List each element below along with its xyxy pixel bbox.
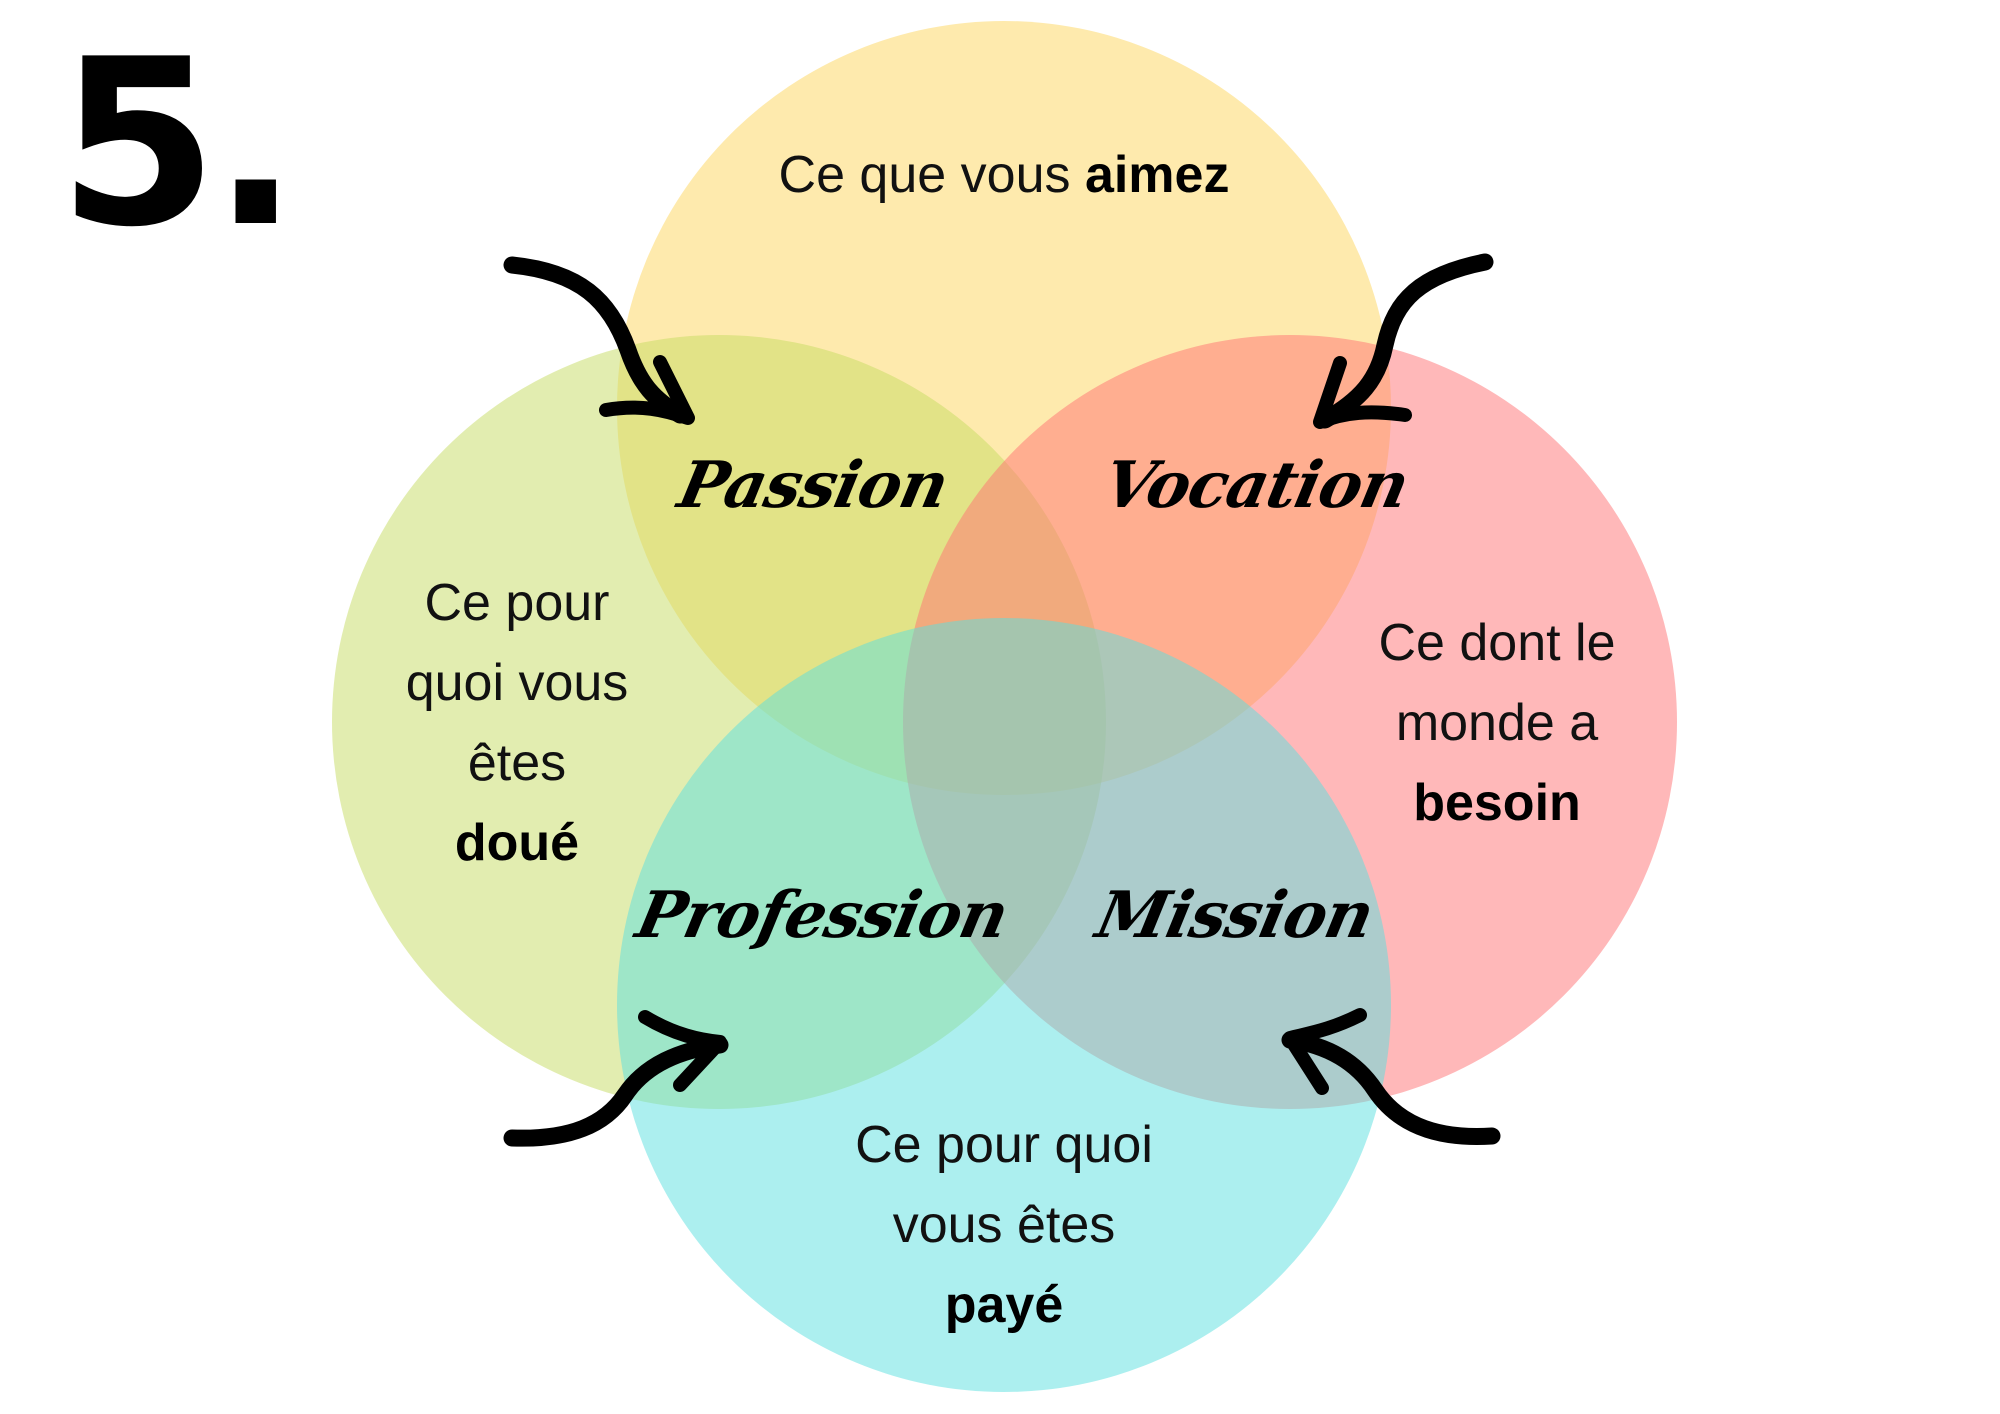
label-paye-line-2: vous êtes <box>892 1196 1116 1254</box>
label-besoin: Ce dont le monde a besoin <box>1347 603 1647 843</box>
label-besoin-line-1: Ce dont le <box>1378 614 1616 672</box>
circles <box>332 21 1677 1392</box>
arrow-to-profession-icon <box>503 1010 729 1147</box>
label-aimez-plain: Ce que vous <box>778 146 1071 204</box>
intersection-vocation: Vocation <box>1097 448 1415 523</box>
label-aimez: Ce que vous aimez <box>704 135 1304 215</box>
step-number: 5. <box>58 11 299 278</box>
label-doue: Ce pour quoi vous êtes doué <box>367 563 667 883</box>
arrow-to-mission-icon <box>1281 1008 1501 1146</box>
label-paye: Ce pour quoi vous êtes payé <box>804 1105 1204 1345</box>
arrow-to-vocation-icon <box>1313 253 1494 429</box>
arrows <box>503 253 1501 1147</box>
label-paye-line-1: Ce pour quoi <box>855 1116 1153 1174</box>
label-doue-line-3: êtes <box>467 734 567 792</box>
circle-paye <box>617 618 1391 1392</box>
intersection-passion: Passion <box>672 448 955 523</box>
label-besoin-bold: besoin <box>1413 774 1581 832</box>
arrow-to-passion-icon <box>503 256 695 425</box>
label-aimez-bold: aimez <box>1084 146 1230 204</box>
label-doue-line-1: Ce pour <box>424 574 610 632</box>
label-doue-bold: doué <box>454 814 580 872</box>
intersection-mission: Mission <box>1090 878 1380 953</box>
label-paye-bold: payé <box>944 1276 1064 1334</box>
label-besoin-line-2: monde a <box>1395 694 1599 752</box>
intersection-profession: Profession <box>630 878 1015 953</box>
label-doue-line-2: quoi vous <box>405 654 629 712</box>
